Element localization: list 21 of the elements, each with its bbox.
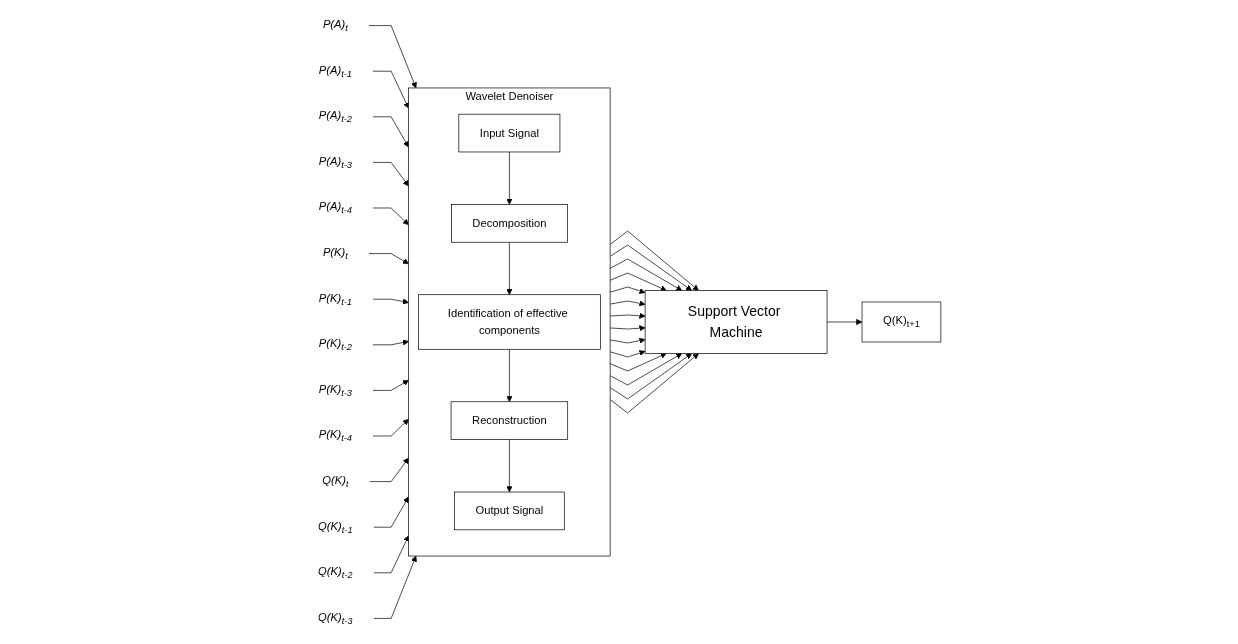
node-text: P(A)$_{t-4}$ [318, 200, 353, 216]
node-box: Input Signal [458, 113, 561, 153]
node-text: P(A)$_{t}$ [322, 18, 348, 34]
node-text: P(A)$_{t-1}$ [318, 63, 353, 79]
node-box: Q(K)$_{t+1}$ [861, 301, 942, 343]
node-box: Output Signal [454, 491, 565, 531]
node-text: P(K)$_{t-4}$ [318, 428, 353, 444]
node-box: Decomposition [451, 204, 568, 243]
node-text: P(K)$_{t-1}$ [318, 291, 353, 307]
node-box: Support Vector Machine [644, 290, 828, 354]
node-text: P(K)$_{t-3}$ [318, 382, 353, 398]
node-text: P(K)$_{t-2}$ [318, 337, 353, 353]
node-text: Q(K)$_{t-3}$ [318, 610, 353, 626]
node-text: Q(K)$_{t}$ [322, 474, 349, 490]
node-text: P(A)$_{t-2}$ [318, 109, 353, 125]
node-box: Reconstruction [450, 401, 569, 440]
node-text: P(A)$_{t-3}$ [318, 154, 353, 170]
node-text: Q(K)$_{t-2}$ [318, 565, 353, 581]
node-text: P(K)$_{t}$ [322, 246, 348, 262]
node-box: Identification of effective components [418, 294, 601, 350]
node-text: Q(K)$_{t-1}$ [318, 519, 353, 535]
